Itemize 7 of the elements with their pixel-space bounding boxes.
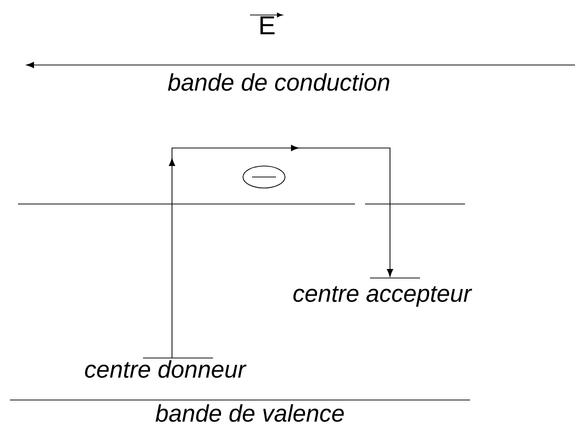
electron-transfer-arrow <box>168 144 394 358</box>
node-label: bande de conduction <box>168 73 390 91</box>
field-vector-label: E <box>250 12 283 34</box>
impurity-level: centre accepteur <box>293 278 472 307</box>
band-edge: bande de conduction <box>26 62 575 91</box>
band-edge: bande de valence <box>10 400 470 422</box>
impurity-level: centre donneur <box>85 358 246 378</box>
